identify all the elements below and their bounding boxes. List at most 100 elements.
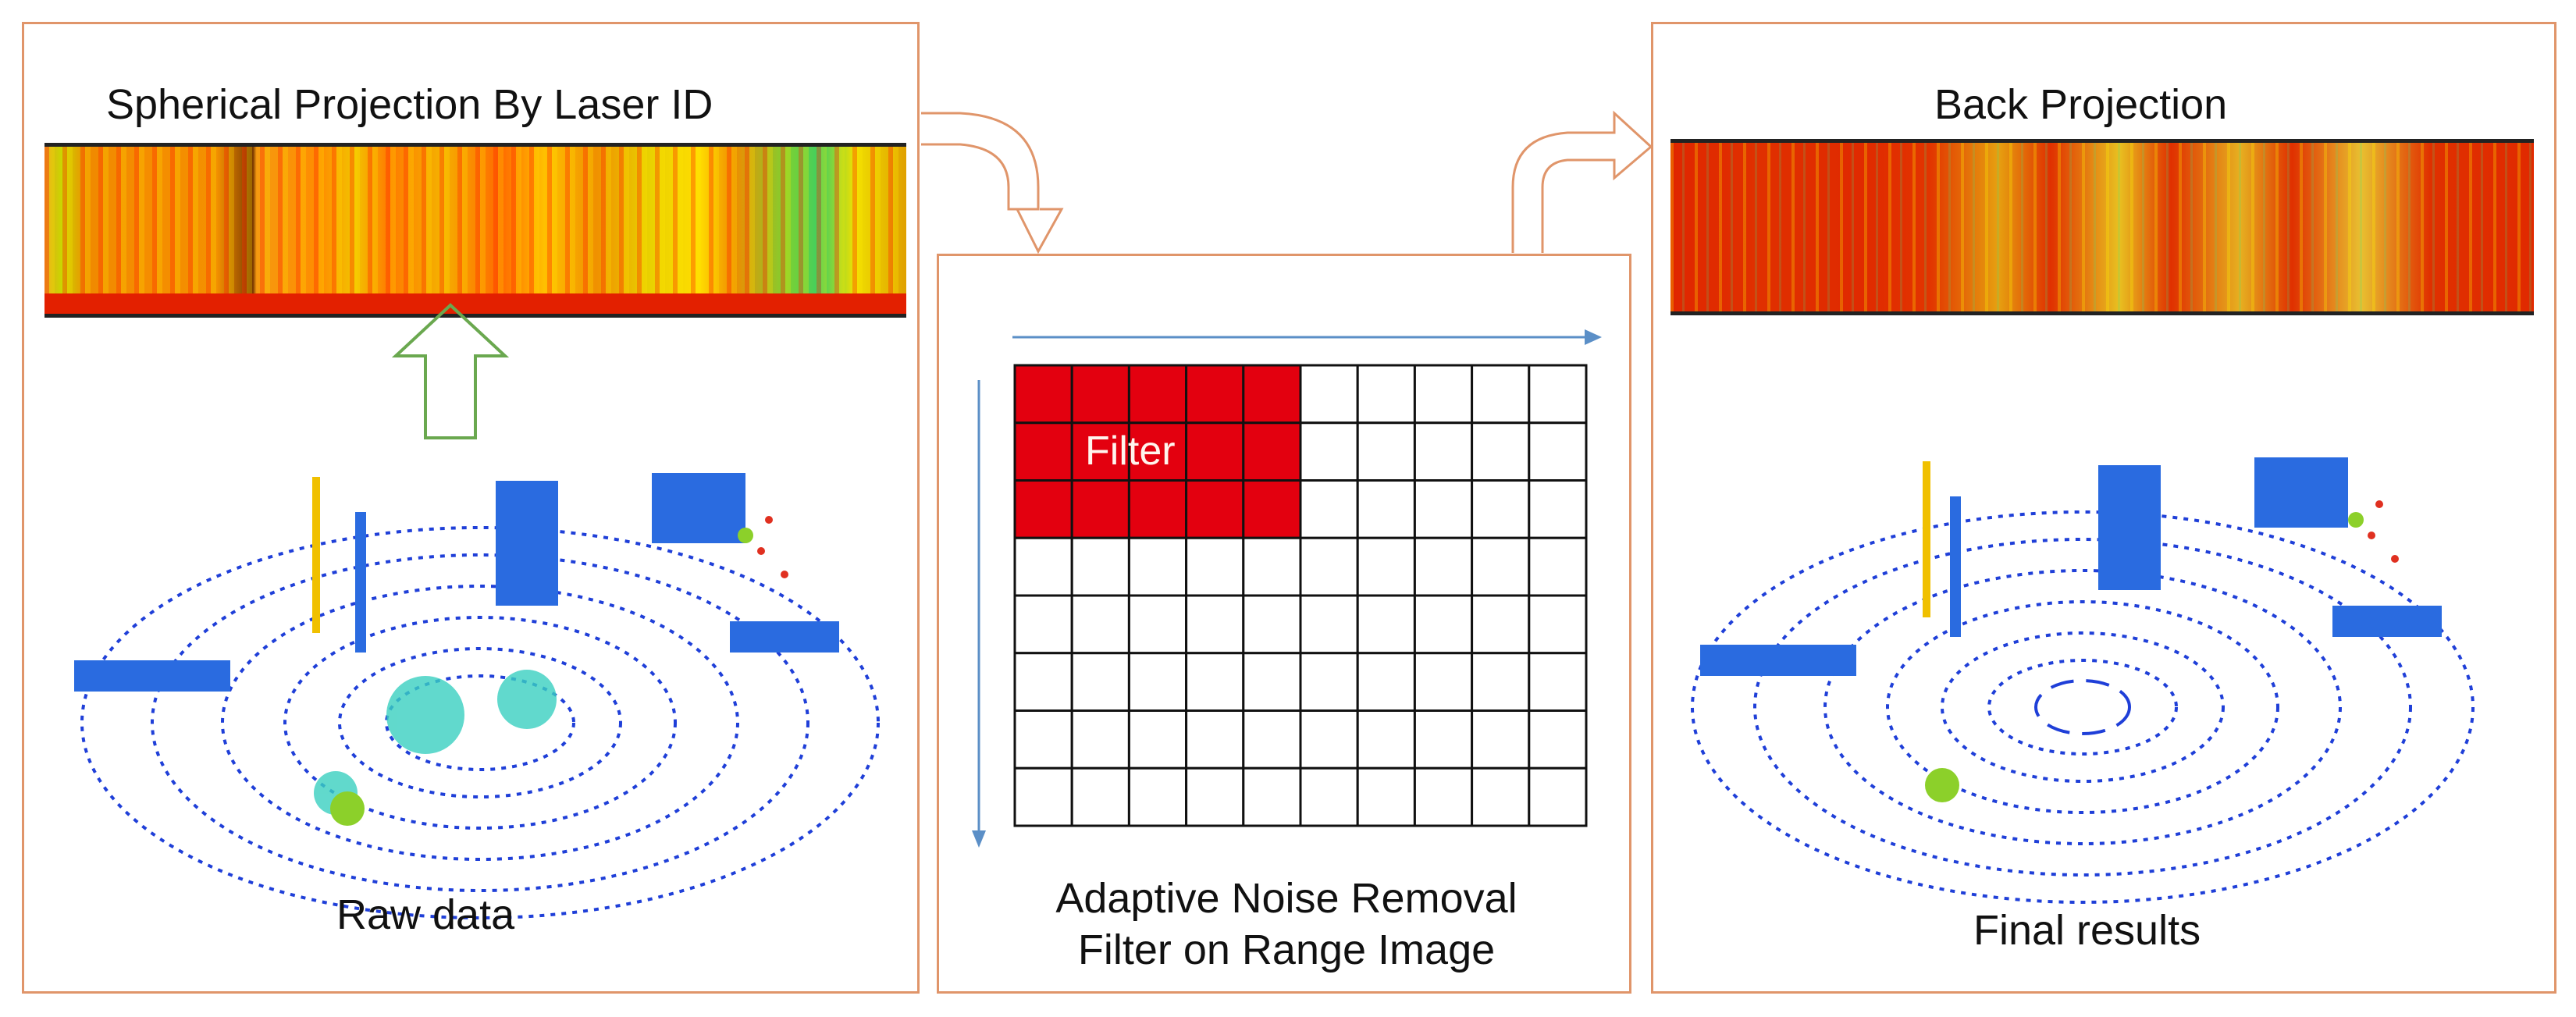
filter-cell [1070,479,1130,539]
spherical-range-image [44,143,906,318]
grid-cell [1356,709,1416,770]
grid-cell [1299,652,1359,712]
back-projection-image [1670,139,2534,315]
grid-cell [1242,709,1302,770]
filter-cell [1185,421,1245,482]
grid-cell [1013,594,1073,655]
grid-cell [1528,594,1588,655]
grid-cell [1528,479,1588,539]
filter-cell [1070,364,1130,425]
range-image-bottom-band [44,293,906,314]
right-panel-caption: Final results [1973,907,2201,954]
filter-cell [1013,479,1073,539]
filter-label: Filter [1085,428,1176,474]
filter-cell [1013,364,1073,425]
grid-cell [1413,536,1474,597]
grid-cell [1471,421,1531,482]
grid-cell [1299,709,1359,770]
grid-cell [1471,364,1531,425]
raw-point-cloud [74,473,880,919]
caption-line-2: Filter on Range Image [1077,926,1496,973]
filter-cell [1127,364,1188,425]
grid-cell [1471,709,1531,770]
grid-cell [1242,536,1302,597]
grid-cell [1299,536,1359,597]
grid-cell [1070,594,1130,655]
grid-cell [1471,479,1531,539]
grid-cell [1013,536,1073,597]
grid-cell [1242,594,1302,655]
filter-grid: Filter [1013,364,1588,827]
grid-cell [1356,766,1416,827]
grid-cell [1299,421,1359,482]
grid-cell [1413,709,1474,770]
grid-cell [1528,709,1588,770]
left-to-middle-arrow [921,112,1064,254]
filter-cell [1242,421,1302,482]
grid-cell [1185,709,1245,770]
grid-cell [1528,652,1588,712]
grid-cell [1070,709,1130,770]
grid-cell [1356,652,1416,712]
grid-cell [1127,536,1188,597]
filter-cell [1127,421,1188,482]
filter-cell [1242,479,1302,539]
grid-cell [1528,766,1588,827]
grid-cell [1528,536,1588,597]
grid-cell [1127,709,1188,770]
right-panel-title: Back Projection [1934,81,2228,128]
grid-cell [1413,479,1474,539]
grid-cell [1413,766,1474,827]
middle-to-right-arrow [1511,110,1653,253]
grid-cell [1356,364,1416,425]
grid-cell [1356,421,1416,482]
left-panel-title: Spherical Projection By Laser ID [106,81,713,128]
grid-cell [1185,766,1245,827]
grid-cell [1070,766,1130,827]
grid-cell [1185,652,1245,712]
grid-cell [1242,766,1302,827]
filter-cell [1185,479,1245,539]
back-projection-noise [1670,143,2534,311]
grid-cell [1299,594,1359,655]
grid-cell [1242,652,1302,712]
grid-cell [1299,364,1359,425]
grid-cell [1013,652,1073,712]
grid-cell [1413,364,1474,425]
middle-panel-caption: Adaptive Noise Removal Filter on Range I… [939,873,1634,976]
grid-cell [1070,652,1130,712]
grid-cell [1528,421,1588,482]
grid-cell [1356,594,1416,655]
grid-cell [1013,766,1073,827]
grid-cell [1127,594,1188,655]
left-panel: Spherical Projection By Laser ID [22,22,920,994]
left-panel-caption: Raw data [336,891,515,938]
grid-cell [1356,536,1416,597]
grid-cell [1127,766,1188,827]
grid-cell [1413,421,1474,482]
final-point-cloud [1691,457,2475,904]
grid-cell [1013,709,1073,770]
grid-cell [1471,594,1531,655]
range-image-noise [44,147,906,314]
up-arrow [391,303,510,439]
grid-cell [1471,652,1531,712]
grid-cell [1413,594,1474,655]
grid-cell [1299,479,1359,539]
grid-cell [1299,766,1359,827]
grid-cell [1413,652,1474,712]
caption-line-1: Adaptive Noise Removal [1055,875,1517,922]
right-panel: Back Projection [1651,22,2556,994]
grid-cell [1528,364,1588,425]
middle-panel: Filter Adaptive Noise Removal Filter on … [937,254,1631,994]
grid-cell [1471,766,1531,827]
filter-cell [1242,364,1302,425]
grid-cell [1471,536,1531,597]
grid-cell [1070,536,1130,597]
filter-cell [1013,421,1073,482]
filter-cell [1127,479,1188,539]
grid-cell [1356,479,1416,539]
filter-cell [1185,364,1245,425]
grid-cell [1185,594,1245,655]
grid-cell [1127,652,1188,712]
